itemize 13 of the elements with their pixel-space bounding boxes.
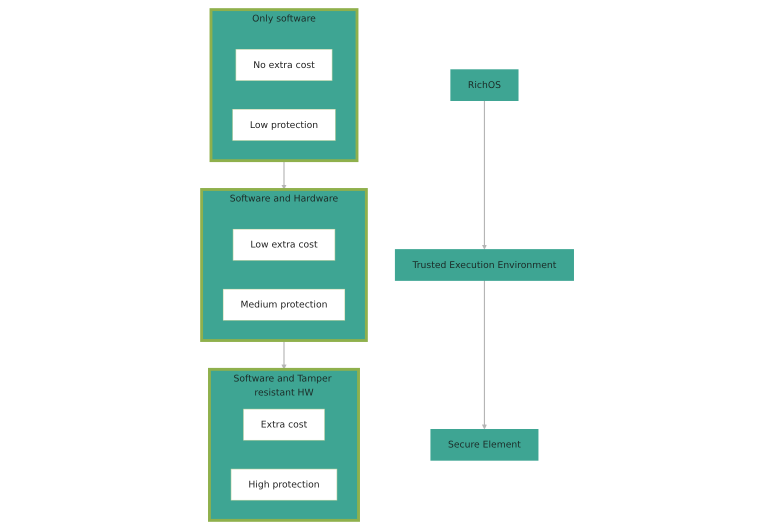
arrow xyxy=(281,340,286,370)
arrow xyxy=(281,160,286,190)
node-box: Extra cost xyxy=(243,408,325,441)
node-box: No extra cost xyxy=(235,49,332,81)
node-box: RichOS xyxy=(450,69,518,101)
node-box: High protection xyxy=(230,468,338,500)
node-box: Secure Element xyxy=(430,429,538,461)
arrow xyxy=(482,100,487,250)
node-box: Medium protection xyxy=(222,288,345,321)
arrow xyxy=(482,280,487,430)
node-box: Trusted Execution Environment xyxy=(394,249,574,281)
node-box: Low extra cost xyxy=(232,228,336,261)
node-box: Low protection xyxy=(232,109,336,141)
